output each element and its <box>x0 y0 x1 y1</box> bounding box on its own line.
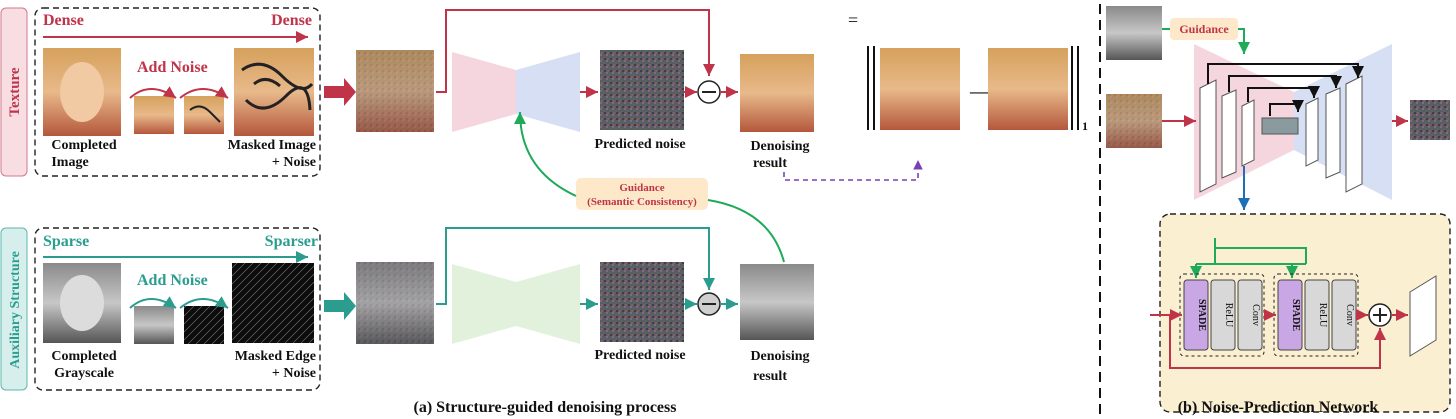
sparse-label: Sparse <box>43 233 89 250</box>
small-face-2 <box>184 96 224 134</box>
dense-left-label: Dense <box>43 12 84 29</box>
guidance-label: Guidance <box>619 182 664 194</box>
guidance-gray-input <box>1106 6 1162 60</box>
add-noise-hop-3 <box>129 296 177 309</box>
output-noise <box>1410 100 1450 140</box>
sparser-label: Sparser <box>265 233 318 250</box>
conv-1-label: Conv <box>1250 304 1261 326</box>
texture-side-label: Texture <box>7 67 23 117</box>
unet-decoder-bg <box>1294 44 1392 200</box>
add-noise-hop-1 <box>129 86 177 99</box>
masked-edge-caption-2: + Noise <box>272 366 316 381</box>
gray-face-shape <box>60 275 104 331</box>
frozen-encoder <box>452 264 516 344</box>
encoder-top <box>452 52 516 132</box>
caption-a: (a) Structure-guided denoising process <box>414 399 677 416</box>
completed-image-caption-2: Image <box>51 155 88 170</box>
small-gray-1 <box>134 306 174 344</box>
add-noise-hop-4 <box>179 296 229 309</box>
guidance-b-label: Guidance <box>1179 22 1229 36</box>
unet-block-3 <box>1241 99 1255 167</box>
auxiliary-dashed-panel <box>34 227 321 391</box>
predicted-noise-top-label: Predicted noise <box>594 137 685 152</box>
small-edge-1 <box>184 306 224 344</box>
mask-scribbles <box>241 62 314 111</box>
unet-block-2 <box>1221 89 1237 179</box>
auxiliary-side-label: Auxiliary Structure <box>8 251 23 369</box>
denoising-bottom-caption-2: result <box>753 369 787 384</box>
relu-2-label: ReLU <box>1317 303 1328 328</box>
unet-block-1 <box>1199 79 1217 193</box>
denoising-top-caption-1: Denoising <box>750 139 809 154</box>
loss-face-right <box>988 48 1068 130</box>
predicted-noise-bottom <box>600 262 684 342</box>
completed-image-caption-1: Completed <box>51 138 117 153</box>
decoder-top <box>516 52 580 132</box>
unet-block-6 <box>1345 75 1363 193</box>
auxiliary-side-tab <box>0 227 28 391</box>
masked-image-caption-2: + Noise <box>272 155 316 170</box>
guidance-box <box>576 178 708 210</box>
denoising-result-bottom <box>740 264 814 340</box>
aux-input-arrow <box>324 292 356 320</box>
unet-skip-3 <box>1247 86 1320 102</box>
guidance-arrow <box>520 112 785 263</box>
add-noise-top-label: Add Noise <box>137 59 208 76</box>
noise-scribble-small <box>189 105 221 123</box>
guidance-down-arrow <box>1238 28 1250 54</box>
spade-1 <box>1183 279 1209 351</box>
unet-skip-1 <box>1207 63 1364 84</box>
top-skip-connection <box>436 9 715 93</box>
guidance-sub-label: (Semantic Consistency) <box>587 196 697 208</box>
noisy-input-bottom-overlay <box>356 262 434 344</box>
bottom-skip-connection <box>436 227 715 305</box>
texture-input-arrow <box>324 78 356 106</box>
loss-connector <box>783 160 923 181</box>
conv-1 <box>1237 279 1263 351</box>
caption-b: (b) Noise-Prediction Network <box>1178 399 1379 416</box>
resblock-2-frame <box>1273 273 1359 357</box>
small-face-1 <box>134 96 174 134</box>
unet-skip-4 <box>1269 100 1304 116</box>
res-output-feature <box>1409 275 1437 357</box>
loss-equals: = <box>848 10 858 30</box>
predicted-noise-top <box>600 50 684 130</box>
masked-image-caption-1: Masked Image <box>228 138 316 153</box>
spade-2-label: SPADE <box>1290 299 1301 331</box>
completed-gray-caption-2: Grayscale <box>54 366 114 381</box>
completed-gray-caption-1: Completed <box>51 349 117 364</box>
unet-block-5 <box>1325 87 1341 179</box>
guidance-b-box <box>1170 18 1238 40</box>
relu-1-label: ReLU <box>1223 303 1234 328</box>
loss-face-left <box>880 48 960 130</box>
noisy-rgb-input-overlay <box>1106 94 1162 148</box>
predicted-noise-bottom-label: Predicted noise <box>594 348 685 363</box>
masked-edge-caption-1: Masked Edge <box>235 349 316 364</box>
resblock-1-frame <box>1179 273 1265 357</box>
texture-side-tab <box>0 7 28 177</box>
spade-2 <box>1277 279 1303 351</box>
dense-right-label: Dense <box>271 12 312 29</box>
face-shape <box>60 62 104 122</box>
denoising-result-top <box>740 54 814 132</box>
spade-1-label: SPADE <box>1196 299 1207 331</box>
add-noise-hop-2 <box>179 86 229 99</box>
unet-bottleneck <box>1261 117 1299 135</box>
norm-subscript: 1 <box>1082 119 1088 133</box>
frozen-decoder <box>516 264 580 344</box>
denoising-bottom-caption-1: Denoising <box>750 349 809 364</box>
unet-block-4 <box>1305 97 1319 167</box>
res-skip-line <box>1169 315 1386 369</box>
relu-1 <box>1210 279 1236 351</box>
noisy-input-top-overlay <box>356 50 434 132</box>
texture-dashed-panel <box>34 7 321 177</box>
conv-2-label: Conv <box>1344 304 1355 326</box>
masked-image-thumb <box>234 48 314 136</box>
relu-2 <box>1304 279 1330 351</box>
unet-skip-2 <box>1228 75 1342 92</box>
denoising-top-caption-2: result <box>753 156 787 171</box>
add-noise-bottom-label: Add Noise <box>137 272 208 289</box>
masked-edge-thumb <box>232 263 314 343</box>
